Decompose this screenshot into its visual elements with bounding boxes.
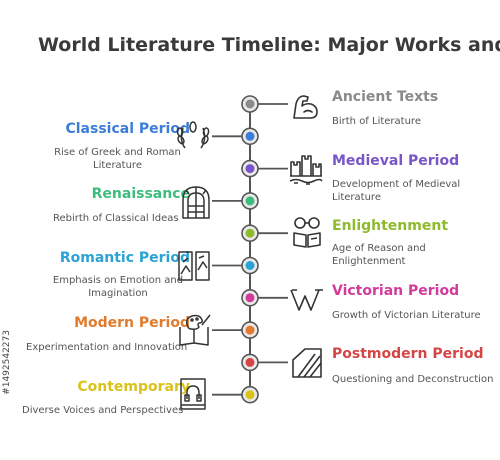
desc-classical-period: Rise of Greek and Roman Literature: [54, 147, 181, 171]
desc-victorian-period: Growth of Victorian Literature: [332, 310, 481, 321]
label-victorian-period: Victorian Period: [332, 283, 460, 299]
page-title: World Literature Timeline: Major Works a…: [38, 34, 500, 56]
painting-panels-icon: [177, 248, 211, 282]
node-dot-modern-period: [245, 325, 255, 335]
striped-shape-icon: [290, 346, 324, 380]
desc-renaissance: Rebirth of Classical Ideas: [53, 213, 179, 224]
desc-modern-period: Experimentation and Innovation: [26, 342, 188, 353]
node-dot-victorian-period: [245, 293, 255, 303]
node-dot-renaissance: [245, 196, 255, 206]
node-dot-medieval-period: [245, 164, 255, 174]
desc-romantic-period: Emphasis on Emotion and Imagination: [52, 275, 184, 299]
label-classical-period: Classical Period: [65, 121, 190, 137]
label-medieval-period: Medieval Period: [332, 153, 460, 169]
node-dot-enlightenment: [245, 228, 255, 238]
desc-enlightenment: Age of Reason and Enlightenment: [332, 243, 426, 267]
label-enlightenment: Enlightenment: [332, 218, 449, 234]
node-dot-romantic-period: [245, 261, 255, 270]
node-dot-ancient-texts: [245, 99, 255, 109]
stock-id: #1492542273: [2, 330, 12, 395]
arched-window-icon: [180, 184, 212, 220]
desc-contemporary: Diverse Voices and Perspectives: [22, 405, 184, 416]
node-dot-classical-period: [245, 131, 255, 141]
headphones-book-icon: [178, 377, 208, 411]
letter-w-icon: [290, 284, 324, 314]
label-renaissance: Renaissance: [91, 186, 190, 202]
label-contemporary: Contemporary: [77, 379, 190, 395]
label-modern-period: Modern Period: [74, 315, 190, 331]
label-ancient-texts: Ancient Texts: [332, 89, 439, 105]
node-dot-postmodern-period: [245, 357, 255, 367]
castle-icon: [288, 152, 324, 186]
desc-postmodern-period: Questioning and Deconstruction: [332, 374, 494, 385]
node-dot-contemporary: [245, 390, 255, 400]
label-romantic-period: Romantic Period: [59, 250, 190, 266]
laurel-wreath-icon: [175, 118, 211, 152]
desc-ancient-texts: Birth of Literature: [332, 116, 421, 127]
flexed-arm-icon: [290, 90, 322, 122]
palette-book-icon: [178, 313, 212, 347]
desc-medieval-period: Development of Medieval Literature: [332, 179, 461, 203]
glasses-book-icon: [290, 215, 324, 249]
label-postmodern-period: Postmodern Period: [332, 346, 484, 362]
